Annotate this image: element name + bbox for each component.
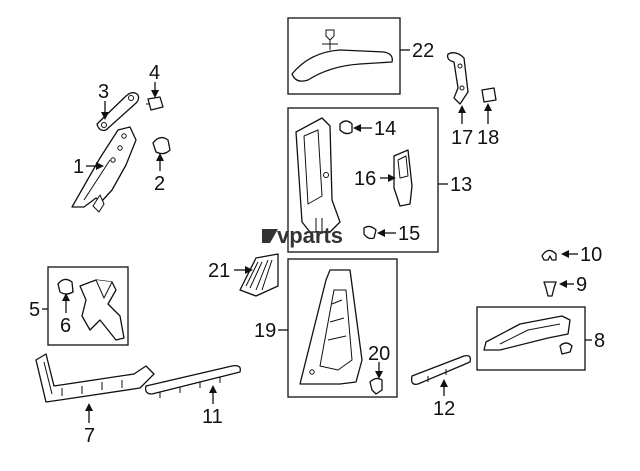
part-22-roof-trim: [291, 29, 393, 82]
leader-9: [559, 280, 574, 288]
part-19-pillar-lower: [299, 269, 363, 385]
callout-5: 5: [29, 299, 40, 321]
callout-3: 3: [98, 81, 109, 103]
callout-9: 9: [576, 274, 587, 296]
watermark-text: vparts: [277, 223, 343, 248]
part-15-clip: [363, 225, 377, 240]
leader-7: [85, 403, 93, 423]
leader-1: [86, 162, 104, 170]
part-7-scuff-plate: [35, 353, 155, 403]
group-box-22: [287, 17, 401, 95]
callout-22: 22: [412, 40, 434, 62]
callout-10: 10: [580, 244, 602, 266]
group-box-8: [476, 306, 586, 371]
watermark-logo-icon: [262, 229, 278, 243]
part-17-bracket: [446, 52, 469, 105]
callout-2: 2: [154, 173, 165, 195]
watermark: vparts: [262, 223, 343, 248]
callout-18: 18: [477, 127, 499, 149]
callout-21: 21: [208, 260, 230, 282]
part-14-clip: [339, 120, 353, 135]
callout-13: 13: [450, 174, 472, 196]
callout-16: 16: [354, 168, 376, 190]
group-box-5: [47, 266, 129, 346]
part-12-scuff-strip: [410, 354, 472, 385]
callout-8: 8: [594, 330, 605, 352]
callout-6: 6: [60, 315, 71, 337]
group-box-13: [287, 107, 439, 253]
leader-21: [234, 266, 253, 274]
leader-6: [62, 293, 70, 313]
callout-11: 11: [202, 406, 223, 428]
leader-4: [151, 82, 159, 98]
callout-19: 19: [254, 320, 276, 342]
callout-14: 14: [374, 118, 396, 140]
part-10-clip: [541, 249, 557, 261]
callout-15: 15: [398, 223, 420, 245]
leader-10: [561, 250, 578, 258]
part-5-cowl-trim: [79, 279, 125, 341]
callout-4: 4: [149, 62, 160, 84]
leader-20: [375, 362, 383, 379]
leader-16: [380, 174, 396, 182]
part-2-clip: [152, 136, 171, 155]
leader-12: [440, 379, 448, 396]
part-8-step-cover: [483, 315, 573, 355]
callout-1: 1: [73, 156, 84, 178]
part-18-clip: [481, 87, 497, 103]
part-16-adjuster-cover: [393, 149, 413, 207]
callout-17: 17: [451, 127, 473, 149]
callout-20: 20: [368, 343, 390, 365]
callout-12: 12: [433, 398, 455, 420]
part-9-clip: [543, 281, 557, 297]
leader-3: [101, 101, 109, 120]
leader-18: [484, 103, 492, 124]
part-3-bracket: [96, 92, 140, 132]
leader-14: [353, 124, 372, 132]
part-4-clip: [146, 96, 164, 111]
callout-7: 7: [84, 425, 95, 447]
part-13-pillar-upper: [295, 117, 341, 233]
part-20-clip: [369, 377, 383, 395]
part-11-scuff-strip: [144, 364, 241, 398]
leader-17: [458, 105, 466, 124]
part-21-grille: [239, 253, 279, 297]
leader-2: [156, 153, 164, 171]
group-box-19: [287, 258, 398, 398]
part-6-fastener: [57, 278, 74, 295]
leader-11: [209, 385, 217, 404]
leader-15: [377, 229, 396, 237]
part-1-pillar-garnish: [71, 126, 137, 213]
